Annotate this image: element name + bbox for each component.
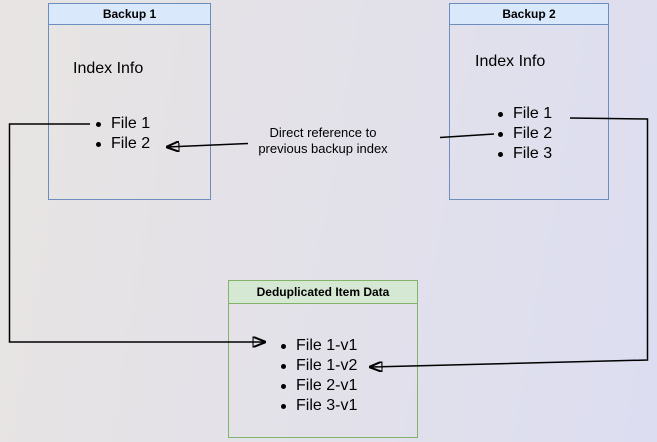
bullet-icon (96, 141, 101, 147)
list-item: File 3 (498, 144, 552, 164)
list-item: File 3-v1 (281, 396, 357, 416)
backup1-box: Backup 1 (48, 3, 211, 200)
dedup-title: Deduplicated Item Data (229, 281, 417, 304)
backup1-file-list: File 1 File 2 (96, 114, 150, 154)
bullet-icon (281, 403, 286, 409)
file-label: File 1-v1 (296, 337, 358, 354)
bullet-icon (498, 131, 503, 137)
file-label: File 1 (111, 115, 151, 132)
file-label: File 2 (513, 125, 553, 142)
backup2-box: Backup 2 (449, 3, 609, 200)
list-item: File 2 (96, 134, 150, 154)
backup2-file-list: File 1 File 2 File 3 (498, 104, 552, 164)
backup2-title: Backup 2 (450, 4, 608, 25)
direct-reference-annotation: Direct reference to previous backup inde… (240, 125, 406, 157)
bullet-icon (281, 383, 286, 389)
file-label: File 1 (513, 105, 553, 122)
bullet-icon (498, 151, 503, 157)
bullet-icon (281, 363, 286, 369)
list-item: File 1-v1 (281, 336, 357, 356)
backup2-index-info-label: Index Info (475, 53, 546, 70)
list-item: File 1 (498, 104, 552, 124)
dedup-file-list: File 1-v1 File 1-v2 File 2-v1 File 3-v1 (281, 336, 357, 416)
list-item: File 1 (96, 114, 150, 134)
list-item: File 1-v2 (281, 356, 357, 376)
bullet-icon (96, 121, 101, 127)
backup1-index-info-label: Index Info (73, 60, 144, 77)
file-label: File 2 (111, 135, 151, 152)
backup1-title: Backup 1 (49, 4, 210, 25)
annotation-line1: Direct reference to (269, 125, 377, 140)
file-label: File 1-v2 (296, 357, 358, 374)
list-item: File 2-v1 (281, 376, 357, 396)
list-item: File 2 (498, 124, 552, 144)
bullet-icon (498, 111, 503, 117)
annotation-line2: previous backup index (258, 141, 388, 156)
file-label: File 3-v1 (296, 397, 358, 414)
file-label: File 2-v1 (296, 377, 358, 394)
file-label: File 3 (513, 145, 553, 162)
bullet-icon (281, 343, 286, 349)
